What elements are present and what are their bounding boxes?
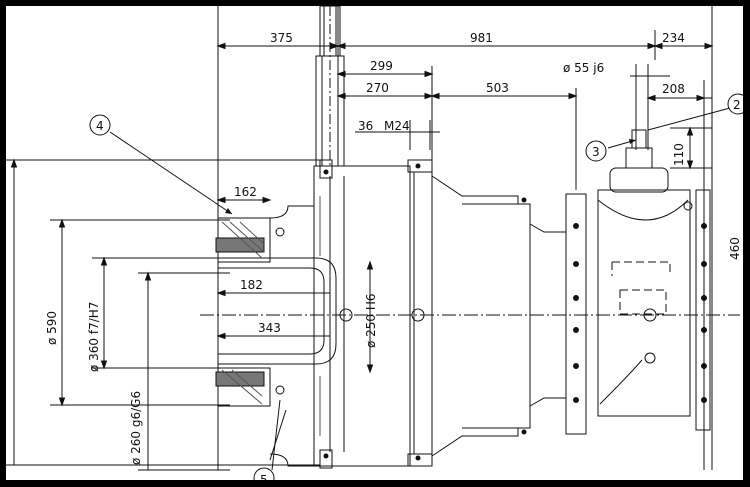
dim-diameter-590: ø 590 <box>45 311 59 345</box>
leader-lines <box>109 107 731 461</box>
dim-55-j6: ø 55 j6 <box>563 61 604 75</box>
motor-adapter <box>565 129 711 435</box>
motor-shaft <box>315 6 345 167</box>
dimension-lines-left <box>6 159 371 471</box>
dim-208: 208 <box>662 82 685 96</box>
dim-299: 299 <box>370 59 393 73</box>
dim-36: 36 <box>358 119 373 133</box>
balloon-3: 3 <box>592 145 600 159</box>
output-flange <box>215 205 337 471</box>
dim-270: 270 <box>366 81 389 95</box>
leader-arrows <box>225 139 636 214</box>
balloon-5: 5 <box>260 473 268 480</box>
dim-110: 110 <box>672 143 686 166</box>
left-arrows <box>10 158 374 407</box>
dim-503: 503 <box>486 81 509 95</box>
technical-drawing: 375 981 234 299 270 503 ø 55 j6 208 36 M… <box>6 6 743 480</box>
dim-diameter-360: ø 360 f7/H7 <box>87 302 101 372</box>
dim-diameter-250: ø 250 H6 <box>364 293 378 348</box>
dim-460: 460 <box>728 237 742 260</box>
dim-981: 981 <box>470 31 493 45</box>
dim-234: 234 <box>662 31 685 45</box>
bolt-holes <box>323 163 707 461</box>
dimension-lines-top <box>217 6 713 470</box>
dim-343: 343 <box>258 321 281 335</box>
balloon-2: 2 <box>733 98 741 112</box>
balloons <box>89 93 743 480</box>
thread-m24: M24 <box>384 119 410 133</box>
drawing-sheet: 375 981 234 299 270 503 ø 55 j6 208 36 M… <box>6 6 743 480</box>
dimension-arrows <box>216 42 714 170</box>
dim-162: 162 <box>234 185 257 199</box>
balloon-4: 4 <box>96 119 104 133</box>
gearbox-housing <box>313 159 567 469</box>
dim-diameter-260: ø 260 g6/G6 <box>129 391 143 465</box>
dim-182: 182 <box>240 278 263 292</box>
dim-375: 375 <box>270 31 293 45</box>
